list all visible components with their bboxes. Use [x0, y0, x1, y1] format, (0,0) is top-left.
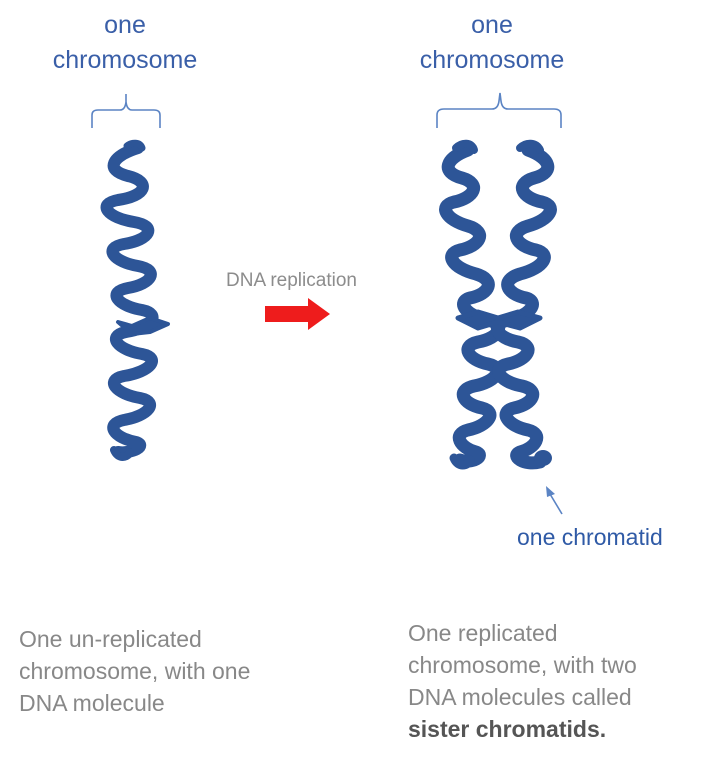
caption-right-line3: DNA molecules called [408, 684, 632, 710]
right-label-line1: one [471, 11, 513, 39]
left-label-line2: chromosome [52, 46, 198, 74]
replication-arrow [265, 298, 330, 330]
one-chromatid-label: one chromatid [517, 524, 663, 550]
sister-chromatids-term: sister chromatids. [408, 716, 607, 742]
dna-replication-label: DNA replication [226, 270, 357, 291]
replicated-chromosome [439, 139, 557, 470]
left-label-line1: one [104, 11, 146, 39]
unreplicated-caption: One un-replicated chromosome, with one D… [19, 623, 339, 719]
right-sister-chromatid [491, 143, 557, 470]
right-label-line2: chromosome [419, 46, 565, 74]
chromatid-pointer [546, 486, 563, 515]
unreplicated-chromosome [100, 139, 170, 461]
right-bracket [436, 92, 562, 128]
replicated-caption: One replicated chromosome, with two DNA … [408, 617, 708, 745]
caption-left-line2: chromosome, with one [19, 658, 251, 684]
right-chromosome-label: one chromosome [362, 8, 622, 78]
left-bracket [91, 94, 161, 128]
left-chromosome-label: one chromosome [0, 8, 255, 78]
caption-left-line1: One un-replicated [19, 626, 202, 652]
caption-left-line3: DNA molecule [19, 690, 165, 716]
left-sister-chromatid [439, 143, 505, 468]
caption-right-line1: One replicated [408, 620, 558, 646]
caption-right-line2: chromosome, with two [408, 652, 637, 678]
